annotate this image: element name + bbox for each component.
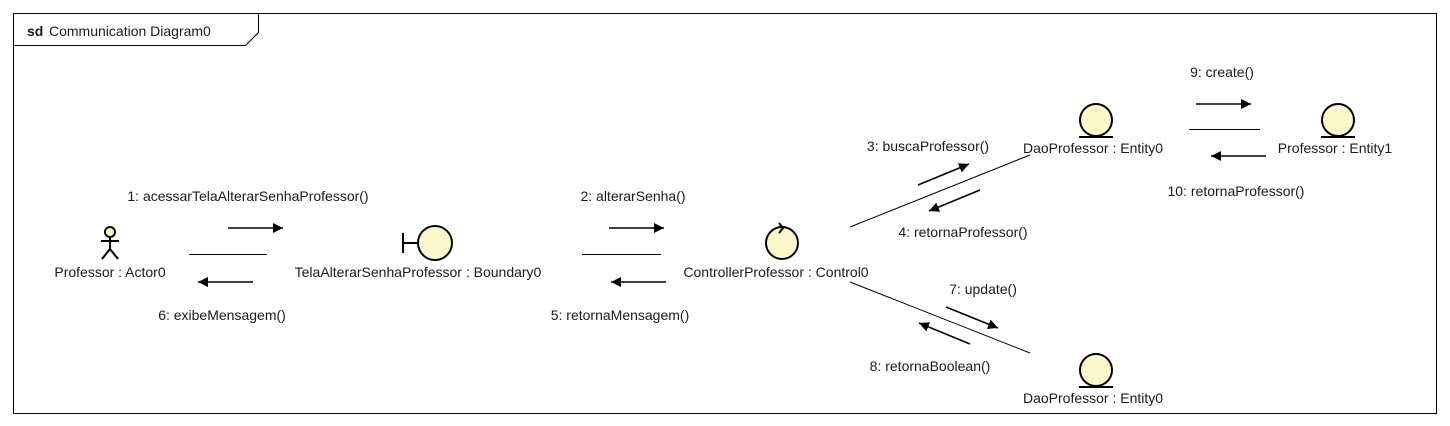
frame-label-tab xyxy=(13,13,259,46)
participant-label: DaoProfessor : Entity0 xyxy=(1023,140,1163,156)
actor-head-icon xyxy=(104,226,116,238)
message-label-7: 7: update() xyxy=(949,281,1017,297)
message-label-8: 8: retornaBoolean() xyxy=(870,358,991,374)
message-label-3: 3: buscaProfessor() xyxy=(867,138,989,154)
control-icon xyxy=(765,226,799,260)
link-control-dao1 xyxy=(849,154,1031,228)
message-label-6: 6: exibeMensagem() xyxy=(158,307,286,323)
link-control-dao2 xyxy=(849,281,1031,354)
entity-icon xyxy=(1079,103,1113,137)
participant-label: DaoProfessor : Entity0 xyxy=(1023,390,1163,406)
message-label-4: 4: retornaProfessor() xyxy=(898,224,1027,240)
entity-professor[interactable]: Professor : Entity1 xyxy=(1278,103,1393,156)
entity-dao-professor-top[interactable]: DaoProfessor : Entity0 xyxy=(1023,103,1163,156)
diagram-frame xyxy=(13,13,1437,414)
actor-professor[interactable]: Professor : Actor0 xyxy=(54,226,166,280)
entity-dao-professor-bottom[interactable]: DaoProfessor : Entity0 xyxy=(1023,353,1163,406)
message-arrow-3 xyxy=(917,163,970,186)
participant-label: Professor : Entity1 xyxy=(1278,140,1393,156)
message-arrow-8 xyxy=(918,322,971,345)
message-label-1: 1: acessarTelaAlterarSenhaProfessor() xyxy=(127,188,368,204)
message-label-5: 5: retornaMensagem() xyxy=(551,307,690,323)
control-controller-professor[interactable]: ControllerProfessor : Control0 xyxy=(683,222,869,280)
message-arrow-7 xyxy=(945,306,999,329)
frame-title: Communication Diagram0 xyxy=(49,23,211,39)
participant-label: TelaAlterarSenhaProfessor : Boundary0 xyxy=(295,264,542,280)
message-arrow-4 xyxy=(928,189,981,212)
boundary-tela-alterar-senha[interactable]: TelaAlterarSenhaProfessor : Boundary0 xyxy=(295,225,542,280)
entity-icon xyxy=(1079,353,1113,387)
entity-icon xyxy=(1321,103,1355,137)
frame-keyword: sd xyxy=(27,23,43,39)
message-label-2: 2: alterarSenha() xyxy=(580,188,685,204)
message-label-10: 10: retornaProfessor() xyxy=(1168,183,1305,199)
participant-label: Professor : Actor0 xyxy=(54,264,165,280)
message-label-9: 9: create() xyxy=(1190,64,1254,80)
participant-label: ControllerProfessor : Control0 xyxy=(683,264,868,280)
